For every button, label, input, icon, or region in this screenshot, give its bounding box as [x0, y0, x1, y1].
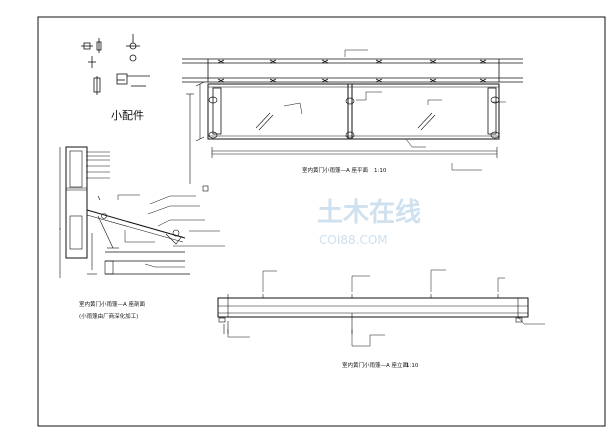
- elevation-view-scale: 1:10: [406, 363, 419, 369]
- section-view-note: (小雨篷由厂商深化加工): [79, 312, 138, 320]
- plan-bolt-markers: [208, 59, 500, 139]
- canopy-plan-view: [182, 58, 523, 192]
- small-parts-title: 小配件: [111, 109, 144, 122]
- canopy-section-view: [59, 146, 190, 278]
- drawing-border: [37, 16, 606, 427]
- watermark-text-cn: 土木在线: [317, 198, 421, 228]
- plan-view-title: 室内黄门小雨篷—A 座平面: [302, 166, 369, 174]
- section-view-title: 室内黄门小雨篷—A 座剖面: [79, 300, 146, 308]
- plan-view-scale: 1:10: [374, 168, 387, 174]
- watermark-text-en: COI88.COM: [319, 233, 388, 247]
- elevation-callout-leaders: [227, 269, 545, 347]
- plan-callout-leaders: [283, 49, 506, 171]
- small-parts-detail: [81, 34, 150, 95]
- section-callout-leaders: [86, 151, 225, 268]
- elevation-view-title: 室内黄门小雨篷—A 座立面: [342, 361, 409, 369]
- watermark: 土木在线 COI88.COM: [317, 198, 421, 247]
